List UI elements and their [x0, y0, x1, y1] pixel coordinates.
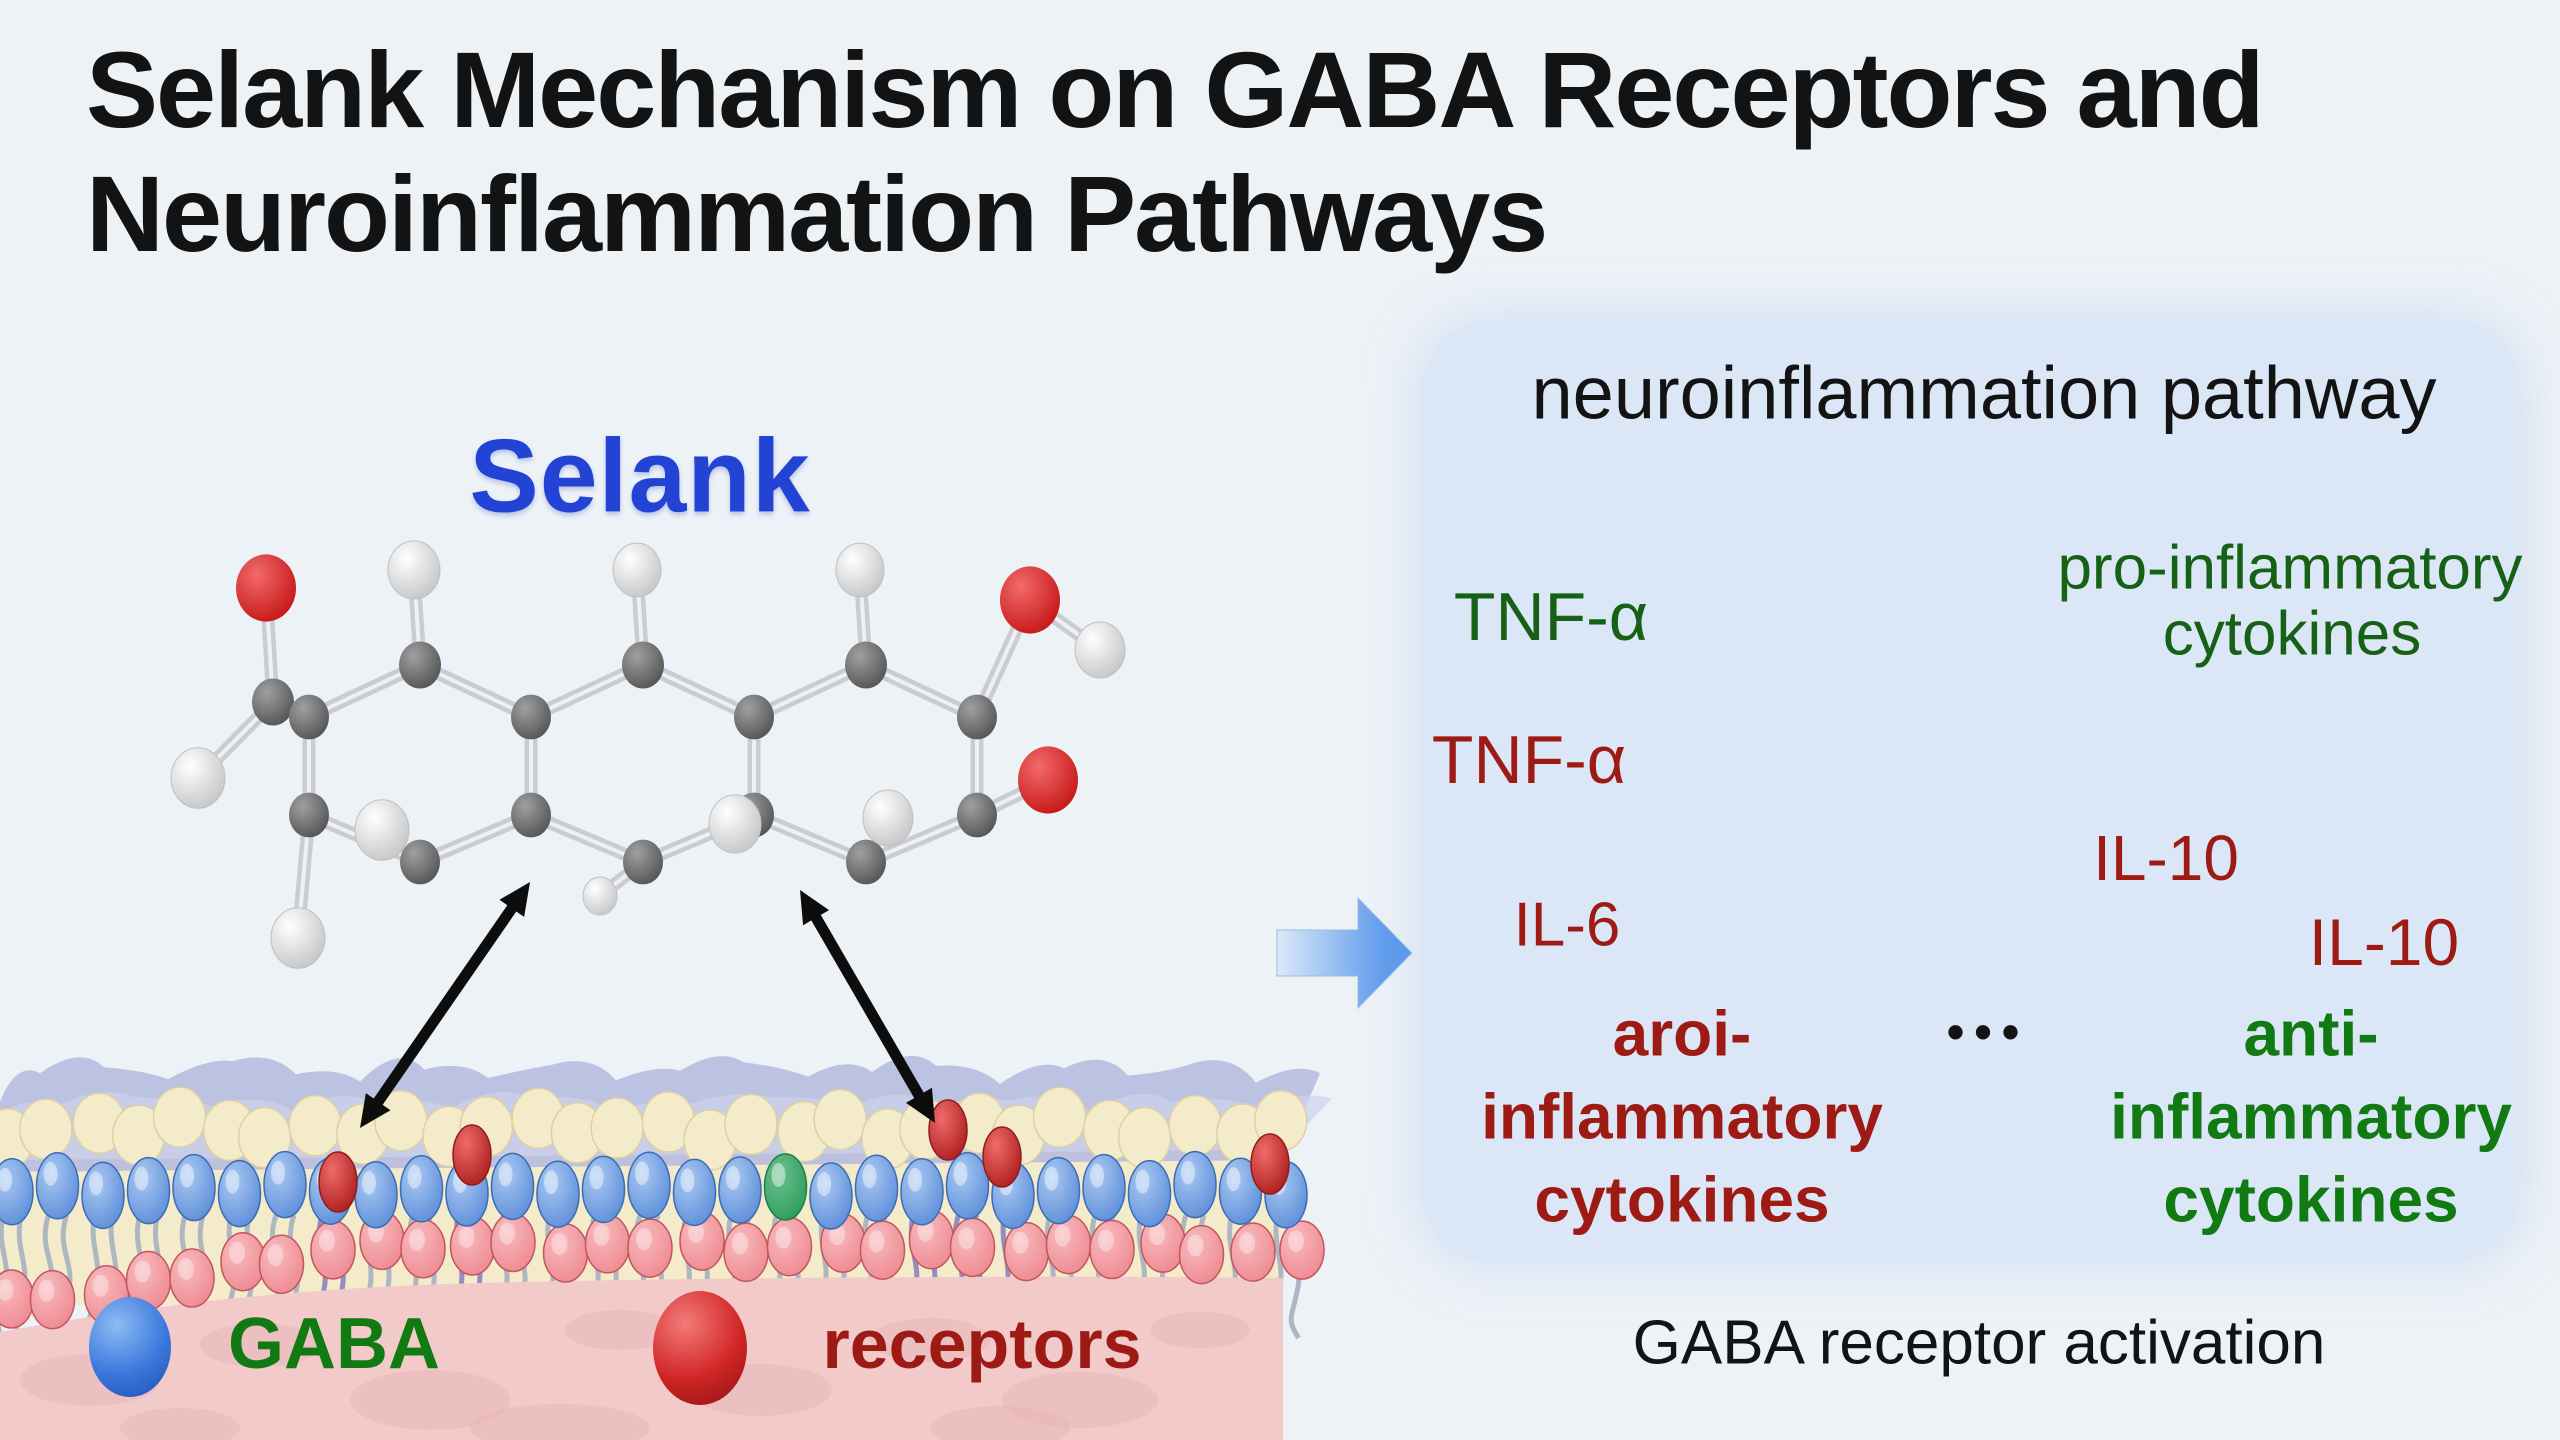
legend-receptors-label: receptors	[822, 1305, 1142, 1383]
carbon-atom	[957, 792, 997, 838]
caption-gaba-receptor-activation: GABA receptor activation	[1632, 1308, 2326, 1378]
anti-line2: inflammatory	[2110, 1080, 2512, 1153]
hydrogen-atom	[612, 542, 662, 598]
oxygen-atom	[1000, 566, 1060, 634]
neuroinflammation-panel	[1422, 320, 2520, 1262]
hydrogen-atom	[354, 799, 410, 861]
panel-title: neuroinflammation pathway	[1531, 351, 2437, 435]
flow-arrow-icon	[1276, 896, 1413, 1010]
oxygen-atom	[1018, 746, 1078, 814]
label-aroi-inflammatory: aroi- inflammatory cytokines	[1481, 993, 1883, 1242]
hydrogen-atom	[170, 747, 226, 809]
carbon-atom	[400, 839, 440, 885]
label-pro-inflammatory-line1: pro-inflammatory	[2057, 533, 2523, 603]
carbon-atom	[511, 694, 551, 740]
page-title-line2: Neuroinflammation Pathways	[86, 153, 1548, 274]
hydrogen-atom	[387, 540, 441, 600]
hydrogen-atom	[708, 794, 762, 854]
oxygen-atom	[236, 554, 296, 622]
selank-molecule-model	[170, 540, 1126, 969]
hydrogen-atom	[835, 542, 885, 598]
label-il10-lower: IL-10	[2308, 905, 2460, 979]
label-pro-inflammatory-line2: cytokines	[2162, 599, 2422, 669]
carbon-atom	[399, 641, 441, 689]
hydrogen-atom	[1074, 621, 1126, 679]
page-title-line1: Selank Mechanism on GABA Receptors and	[86, 29, 2265, 150]
binding-arrow-left	[360, 882, 530, 1128]
carbon-atom	[623, 839, 663, 885]
lipid-bilayer-membrane	[0, 1055, 1332, 1440]
hydrogen-atom	[270, 907, 326, 969]
legend-gaba-swatch	[89, 1297, 171, 1397]
carbon-atom	[622, 641, 664, 689]
label-ellipsis: •••	[1946, 1004, 2030, 1060]
legend-receptors-swatch	[653, 1291, 747, 1405]
carbon-atom	[845, 641, 887, 689]
selank-label: Selank	[469, 418, 811, 535]
carbon-atom	[734, 694, 774, 740]
binding-arrow-right	[800, 890, 935, 1123]
page-title: Selank Mechanism on GABA Receptors and N…	[86, 28, 2265, 276]
label-tnf-alpha-red: TNF-α	[1431, 722, 1627, 798]
aroi-line1: aroi-	[1612, 997, 1752, 1070]
anti-line3: cytokines	[2163, 1163, 2459, 1236]
legend-gaba-label: GABA	[228, 1304, 440, 1384]
hydrogen-atom	[862, 789, 914, 847]
carbon-atom	[957, 694, 997, 740]
carbon-atom	[252, 678, 294, 726]
hydrogen-atom	[582, 876, 618, 916]
anti-line1: anti-	[2243, 997, 2379, 1070]
carbon-atom	[511, 792, 551, 838]
carbon-atom	[289, 694, 329, 740]
aroi-line2: inflammatory	[1481, 1080, 1883, 1153]
label-anti-inflammatory: anti- inflammatory cytokines	[2110, 993, 2512, 1242]
label-tnf-alpha-green: TNF-α	[1453, 579, 1649, 655]
aroi-line3: cytokines	[1534, 1163, 1830, 1236]
label-il10-upper: IL-10	[2093, 822, 2239, 894]
label-il6: IL-6	[1513, 890, 1621, 960]
carbon-atom	[289, 792, 329, 838]
carbon-atom	[846, 839, 886, 885]
